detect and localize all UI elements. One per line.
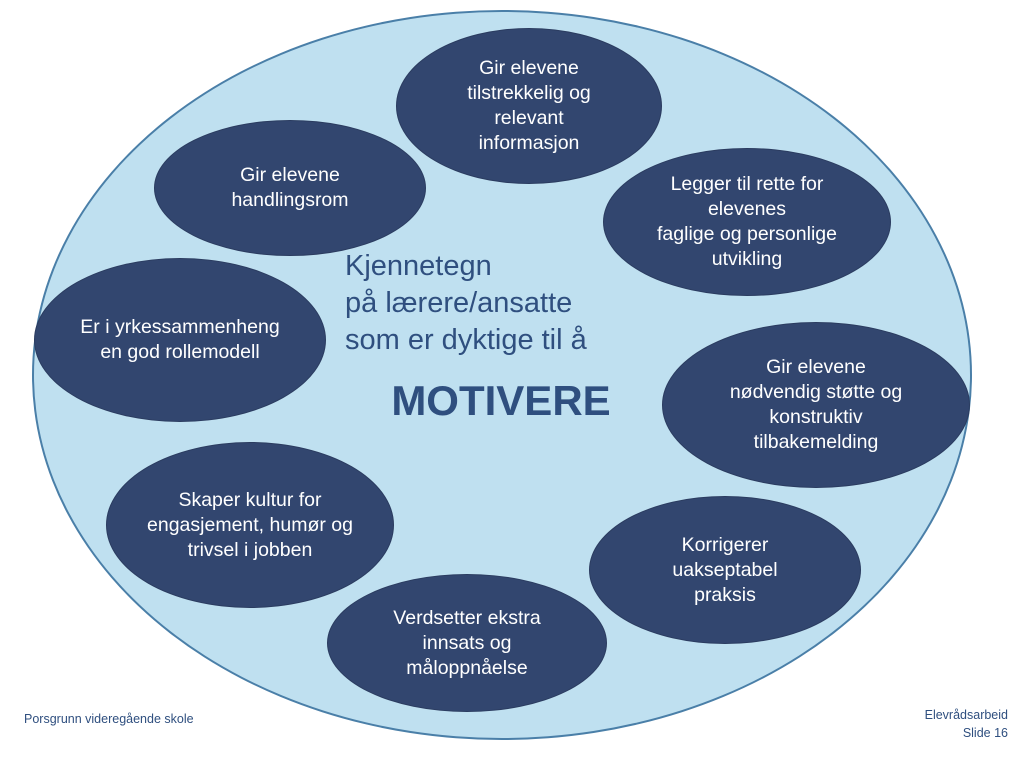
node-kultur[interactable]: Skaper kultur for engasjement, humør og … [106,442,394,608]
footer-school: Porsgrunn videregående skole [24,712,194,726]
center-text-block: Kjennetegn på lærere/ansatte som er dykt… [345,248,675,425]
node-tilbakemelding-label: Gir elevene nødvendig støtte og konstruk… [729,356,903,453]
node-rollemodell[interactable]: Er i yrkessammenheng en god rollemodell [34,258,326,422]
node-tilbakemelding[interactable]: Gir elevene nødvendig støtte og konstruk… [662,322,970,488]
node-rollemodell-label: Er i yrkessammenheng en god rollemodell [80,316,280,363]
footer-meta: Elevrådsarbeid Slide 16 [925,706,1008,742]
node-verdsetter-label: Verdsetter ekstra innsats og måloppnåels… [393,606,541,679]
node-informasjon-label: Gir elevene tilstrekkelig og relevant in… [467,57,591,154]
node-verdsetter[interactable]: Verdsetter ekstra innsats og måloppnåels… [327,574,607,712]
footer-slide-number: Slide 16 [962,726,1008,740]
center-keyword: MOTIVERE [391,377,611,424]
node-handlingsrom[interactable]: Gir elevene handlingsrom [154,120,426,256]
node-handlingsrom-label: Gir elevene handlingsrom [231,164,349,211]
node-informasjon[interactable]: Gir elevene tilstrekkelig og relevant in… [396,28,662,184]
node-utvikling-label: Legger til rette for elevenes faglige og… [657,173,837,270]
footer-title: Elevrådsarbeid [924,708,1008,722]
center-line-1: Kjennetegn [345,250,492,282]
node-korrigerer-label: Korrigerer uakseptabel praksis [672,533,778,606]
node-utvikling[interactable]: Legger til rette for elevenes faglige og… [603,148,891,296]
node-kultur-label: Skaper kultur for engasjement, humør og … [147,488,353,561]
node-korrigerer[interactable]: Korrigerer uakseptabel praksis [589,496,861,644]
center-line-2: på lærere/ansatte [345,287,573,319]
center-line-3: som er dyktige til å [345,324,587,356]
